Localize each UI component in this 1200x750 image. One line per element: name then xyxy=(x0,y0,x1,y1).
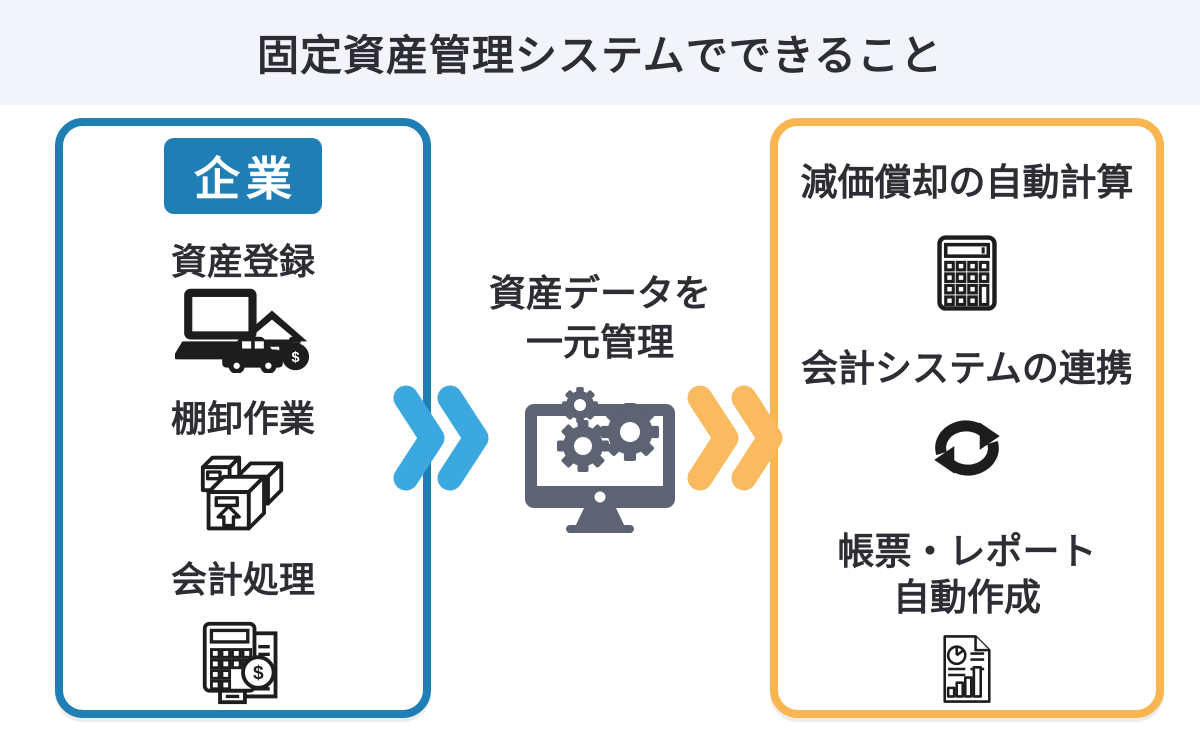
calculator-icon xyxy=(935,234,999,312)
chevron-right-icon xyxy=(437,385,489,491)
chevrons-blue xyxy=(392,384,492,492)
center-caption: 資産データを 一元管理 xyxy=(430,270,770,368)
center-caption-line1: 資産データを xyxy=(489,273,711,314)
item-label-reports: 帳票・レポート 自動作成 xyxy=(838,529,1097,622)
page-title: 固定資産管理システムでできること xyxy=(257,32,943,79)
sync-arrows-icon xyxy=(927,417,1007,479)
item-label-accounting: 会計処理 xyxy=(170,559,315,601)
svg-text:$: $ xyxy=(253,663,264,684)
chevron-right-icon xyxy=(393,385,445,491)
accounting-calc-doc-icon: $ xyxy=(196,618,290,706)
item-label-depreciation: 減価償却の自動計算 xyxy=(800,162,1134,203)
center-caption-line2: 一元管理 xyxy=(526,321,674,363)
svg-text:$: $ xyxy=(291,350,299,366)
title-band: 固定資産管理システムでできること xyxy=(0,0,1200,105)
item-label-integration: 会計システムの連携 xyxy=(801,348,1133,390)
item-label-reports-line1: 帳票・レポート xyxy=(837,530,1097,572)
company-badge: 企業 xyxy=(164,138,322,214)
monitor-gears-icon xyxy=(520,386,680,534)
item-label-asset-registration: 資産登録 xyxy=(170,241,315,282)
chevron-right-icon xyxy=(687,385,739,491)
company-assets-icon: $ xyxy=(175,287,311,374)
chevrons-orange xyxy=(686,384,786,492)
chevron-right-icon xyxy=(731,385,783,491)
report-document-icon xyxy=(936,633,998,705)
inventory-boxes-icon xyxy=(195,450,291,538)
item-label-inventory: 棚卸作業 xyxy=(170,398,315,440)
company-panel: 企業 資産登録 $ xyxy=(55,118,431,718)
results-panel: 減価償却の自動計算 会計システムの連携 xyxy=(770,118,1164,718)
item-label-reports-line2: 自動作成 xyxy=(893,576,1041,618)
